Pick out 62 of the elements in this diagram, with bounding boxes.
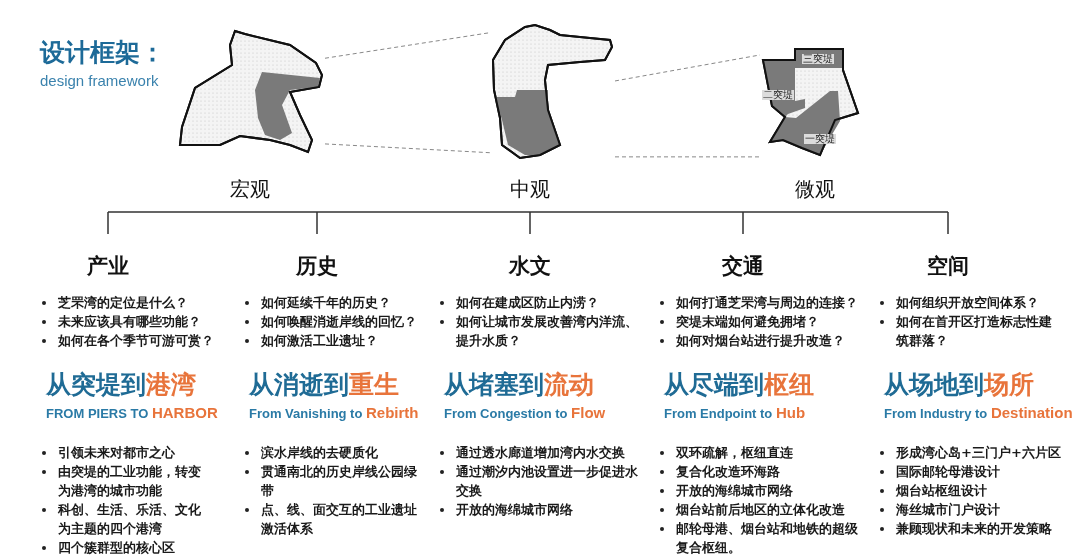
strategy-item: 通过透水廊道增加湾内水交换	[456, 444, 626, 462]
question-item: 如何让城市发展改善湾内洋流、提升水质？	[456, 313, 639, 350]
pier-label: 二突堤	[762, 90, 794, 100]
slogan-subtitle: From Congestion to Flow	[444, 404, 606, 421]
question-item: 未来应该具有哪些功能？	[58, 313, 202, 331]
slogan-subtitle: From Vanishing to Rebirth	[249, 404, 419, 421]
strategy-item: 复合化改造环海路	[676, 463, 781, 481]
strategy-item: 开放的海绵城市网络	[456, 501, 574, 519]
diagram-subtitle: design framework	[40, 72, 159, 89]
scale-label: 中观	[510, 176, 550, 203]
question-item: 突堤末端如何避免拥堵？	[676, 313, 820, 331]
slogan-title: 从堵塞到流动	[444, 369, 594, 401]
site-map-drawing	[760, 46, 862, 158]
strategy-item: 由突堤的工业功能，转变为港湾的城市功能	[58, 463, 202, 500]
strategy-item: 形成湾心岛+三门户+六片区	[896, 444, 1062, 462]
question-item: 如何在各个季节可游可赏？	[58, 332, 215, 350]
strategy-item: 开放的海绵城市网络	[676, 482, 794, 500]
strategy-item: 烟台站前后地区的立体化改造	[676, 501, 846, 519]
category-heading: 水文	[509, 253, 551, 280]
strategy-item: 国际邮轮母港设计	[896, 463, 1001, 481]
projection-line	[614, 156, 761, 158]
slogan-subtitle: FROM PIERS TO HARBOR	[46, 404, 218, 421]
category-heading: 交通	[722, 253, 764, 280]
category-heading: 产业	[87, 253, 129, 280]
strategy-item: 兼顾现状和未来的开发策略	[896, 520, 1053, 538]
projection-line	[324, 143, 491, 154]
category-heading: 历史	[296, 253, 338, 280]
scale-label: 微观	[795, 176, 835, 203]
projection-line	[324, 32, 491, 59]
slogan-title: 从场地到场所	[884, 369, 1034, 401]
category-heading: 空间	[927, 253, 969, 280]
slogan-subtitle: From Endpoint to Hub	[664, 404, 806, 421]
strategy-item: 海丝城市门户设计	[896, 501, 1001, 519]
pier-label: 一突堤	[804, 134, 836, 144]
question-item: 如何唤醒消逝岸线的回忆？	[261, 313, 418, 331]
question-item: 如何在建成区防止内涝？	[456, 294, 600, 312]
question-item: 如何打通芝罘湾与周边的连接？	[676, 294, 859, 312]
pier-label: 三突堤	[802, 54, 834, 64]
question-item: 如何组织开放空间体系？	[896, 294, 1040, 312]
diagram-title: 设计框架：	[40, 37, 165, 69]
strategy-item: 引领未来对都市之心	[58, 444, 176, 462]
strategy-item: 四个簇群型的核心区	[58, 539, 176, 556]
strategy-item: 烟台站枢纽设计	[896, 482, 988, 500]
strategy-item: 双环疏解，枢纽直连	[676, 444, 794, 462]
slogan-title: 从消逝到重生	[249, 369, 399, 401]
slogan-title: 从尽端到枢纽	[664, 369, 814, 401]
site-map-drawing	[180, 28, 325, 154]
strategy-item: 贯通南北的历史岸线公园绿带	[261, 463, 418, 500]
strategy-item: 通过潮汐内池设置进一步促进水交换	[456, 463, 639, 500]
strategy-item: 科创、生活、乐活、文化为主题的四个港湾	[58, 501, 202, 538]
question-item: 芝罘湾的定位是什么？	[58, 294, 189, 312]
strategy-item: 点、线、面交互的工业遗址激活体系	[261, 501, 418, 538]
slogan-subtitle: From Industry to Destination	[884, 404, 1073, 421]
question-item: 如何对烟台站进行提升改造？	[676, 332, 846, 350]
question-item: 如何延续千年的历史？	[261, 294, 392, 312]
scale-label: 宏观	[230, 176, 270, 203]
site-map-drawing	[490, 23, 615, 161]
strategy-item: 邮轮母港、烟台站和地铁的超级复合枢纽。	[676, 520, 859, 556]
slogan-title: 从突堤到港湾	[46, 369, 196, 401]
strategy-item: 滨水岸线的去硬质化	[261, 444, 379, 462]
question-item: 如何激活工业遗址？	[261, 332, 379, 350]
question-item: 如何在首开区打造标志性建筑群落？	[896, 313, 1053, 350]
